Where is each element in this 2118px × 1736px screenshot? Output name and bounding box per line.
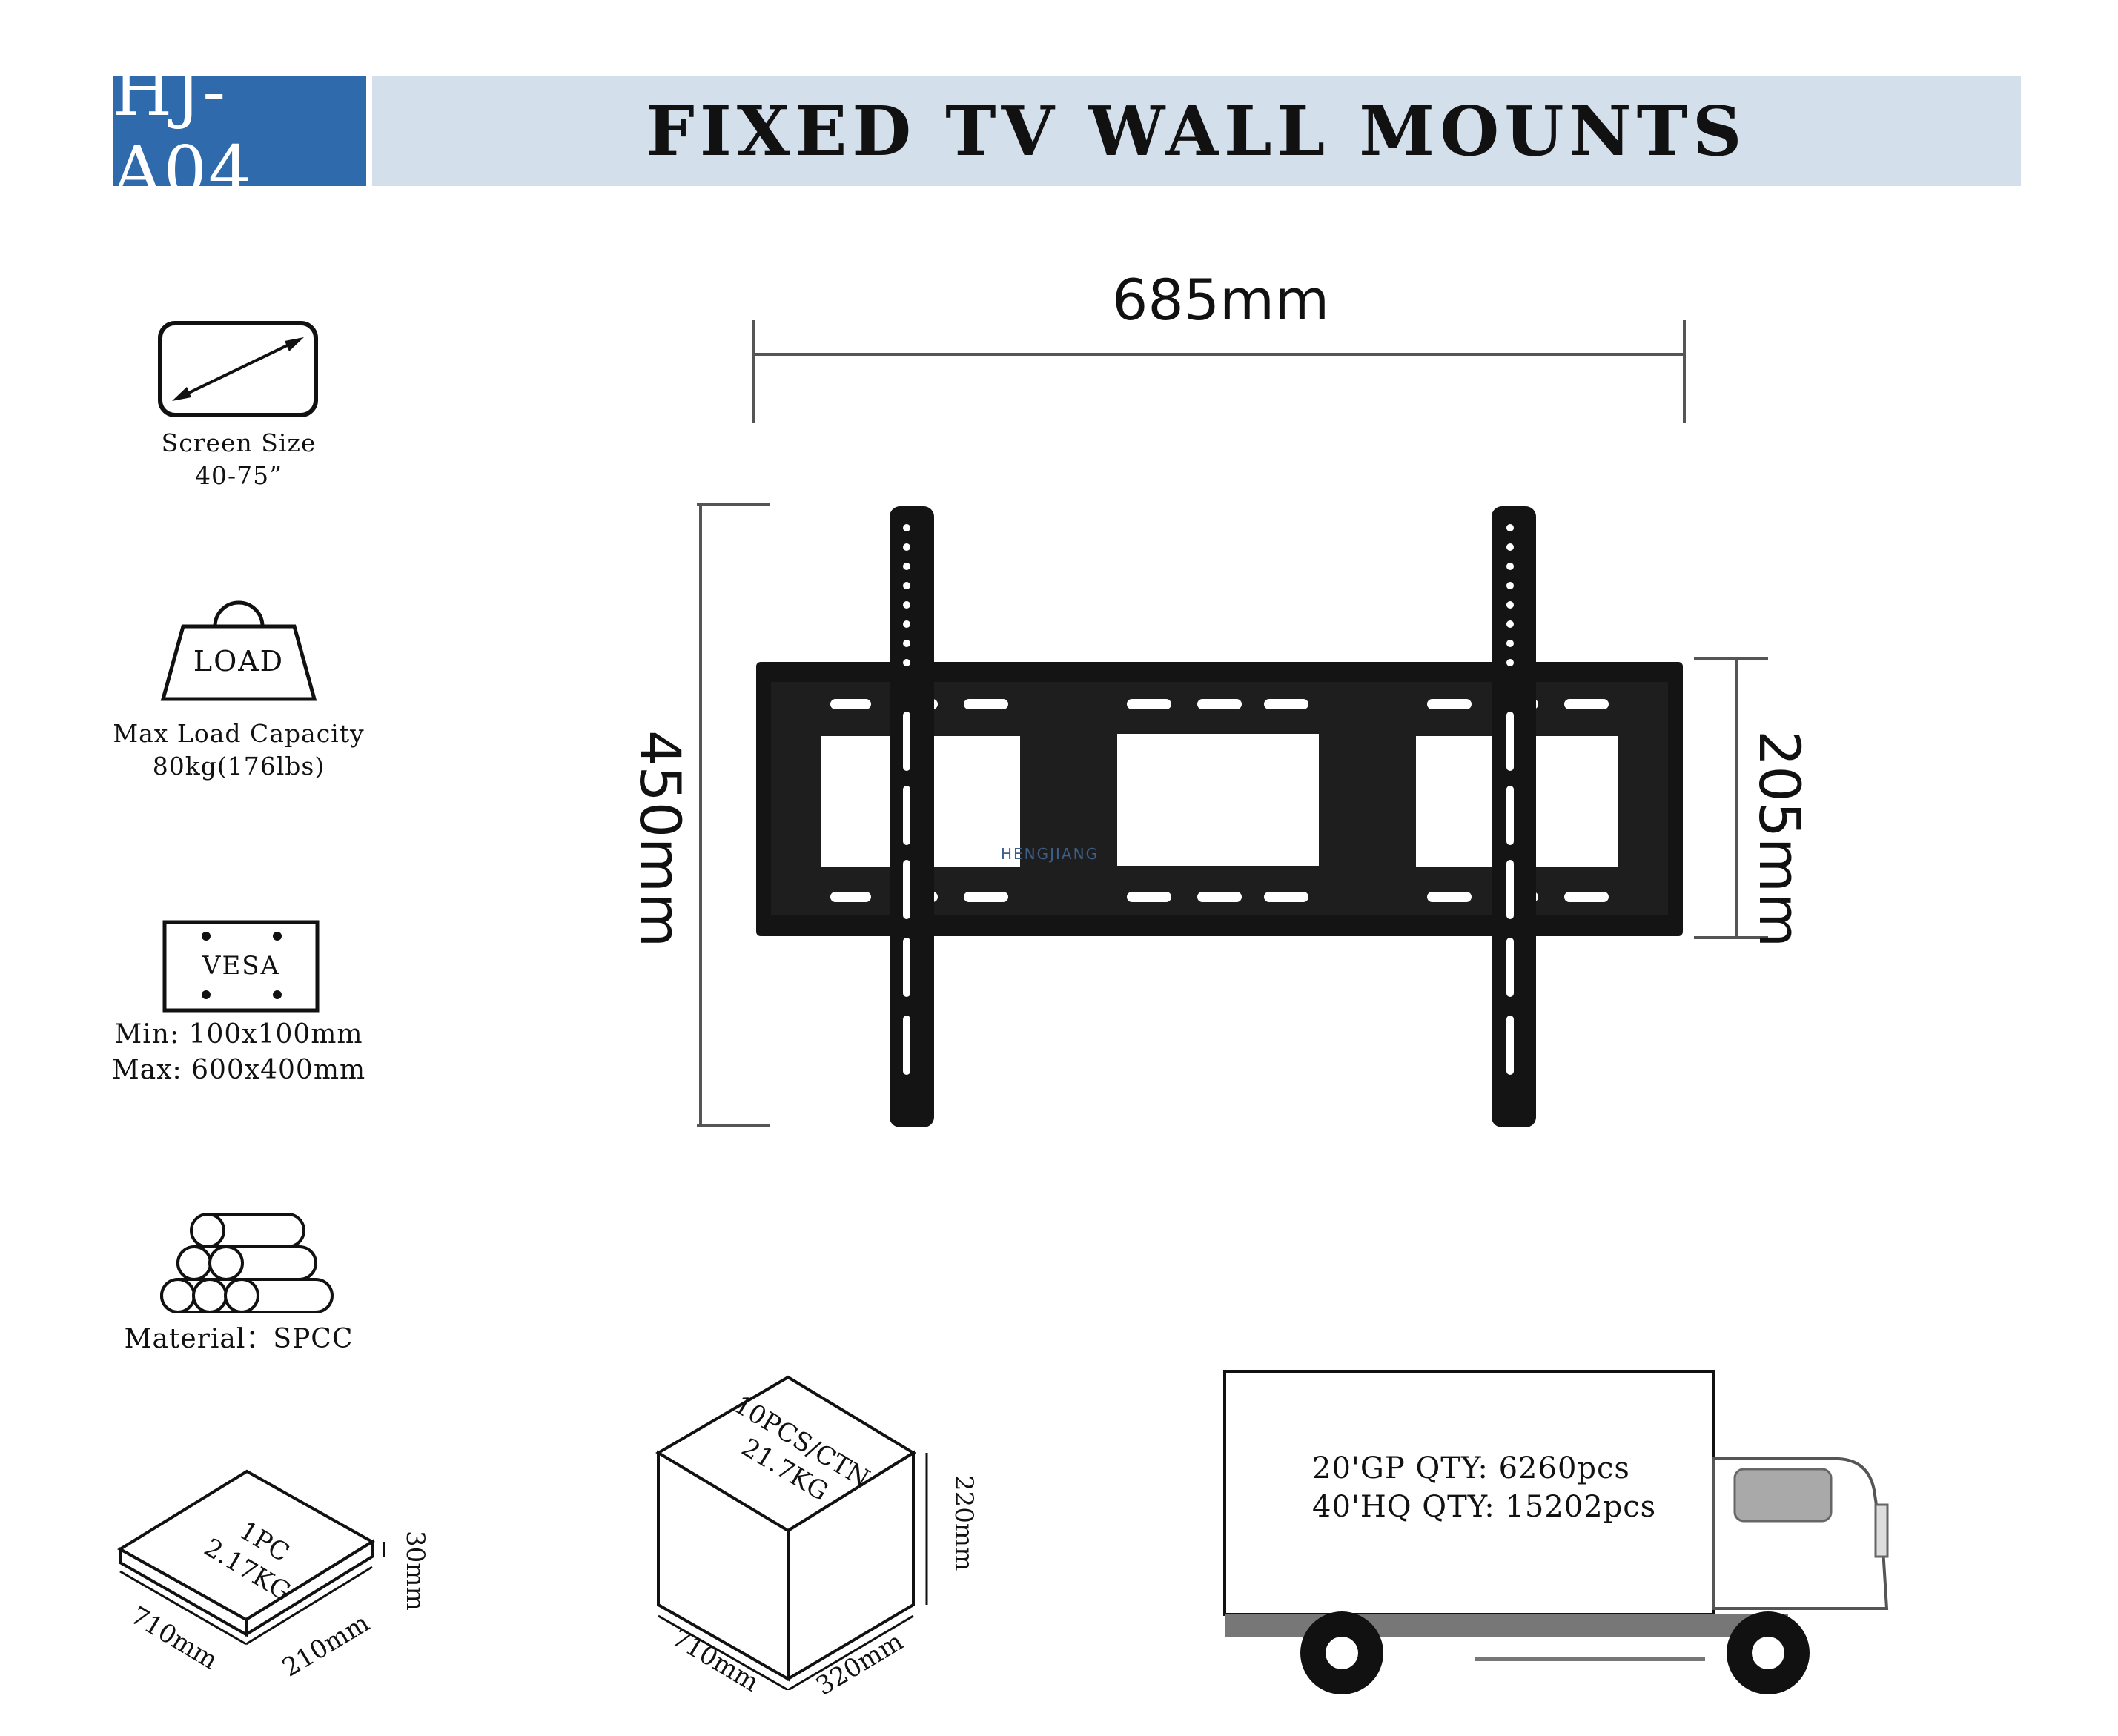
width-dimension: 685mm [1112,267,1330,333]
single-package-box [117,1469,385,1646]
carton-height: 220mm [949,1475,979,1571]
height-dimension: 450mm [627,730,693,948]
vesa-max: Max: 600x400mm [111,1055,366,1085]
load-value: 80kg(176lbs) [152,752,325,781]
screen-size-value: 40-75” [194,461,282,490]
material-pipes-icon [160,1213,334,1313]
hq40-qty: 40'HQ QTY: 15202pcs [1312,1490,1657,1524]
screen-size-icon [158,321,318,417]
page-title: FIXED TV WALL MOUNTS [646,91,1747,171]
plate-height-dimension: 205mm [1747,730,1813,948]
load-label: Max Load Capacity [113,719,365,748]
single-height: 30mm [400,1531,430,1611]
gp20-qty: 20'GP QTY: 6260pcs [1312,1451,1630,1485]
shipping-quantities: 20'GP QTY: 6260pcs 40'HQ QTY: 15202pcs [1312,1449,1656,1526]
load-icon-text: LOAD [193,645,285,677]
load-spec: Max Load Capacity 80kg(176lbs) [105,718,372,783]
vesa-spec: Min: 100x100mm Max: 600x400mm [105,1017,372,1088]
weight-icon [160,600,317,701]
title-bar: FIXED TV WALL MOUNTS [372,76,2021,186]
vesa-icon-text: VESA [202,951,281,981]
screen-size-label: Screen Size [161,428,317,457]
vesa-icon [162,920,320,1013]
shipping-truck-icon [1223,1370,1889,1694]
vesa-min: Min: 100x100mm [114,1019,363,1050]
screen-size-spec: Screen Size 40-75” [105,427,372,492]
brand-watermark: HENGJIANG [1001,845,1099,863]
carton-box [655,1375,928,1690]
material-spec: Material：SPCC [124,1324,354,1354]
